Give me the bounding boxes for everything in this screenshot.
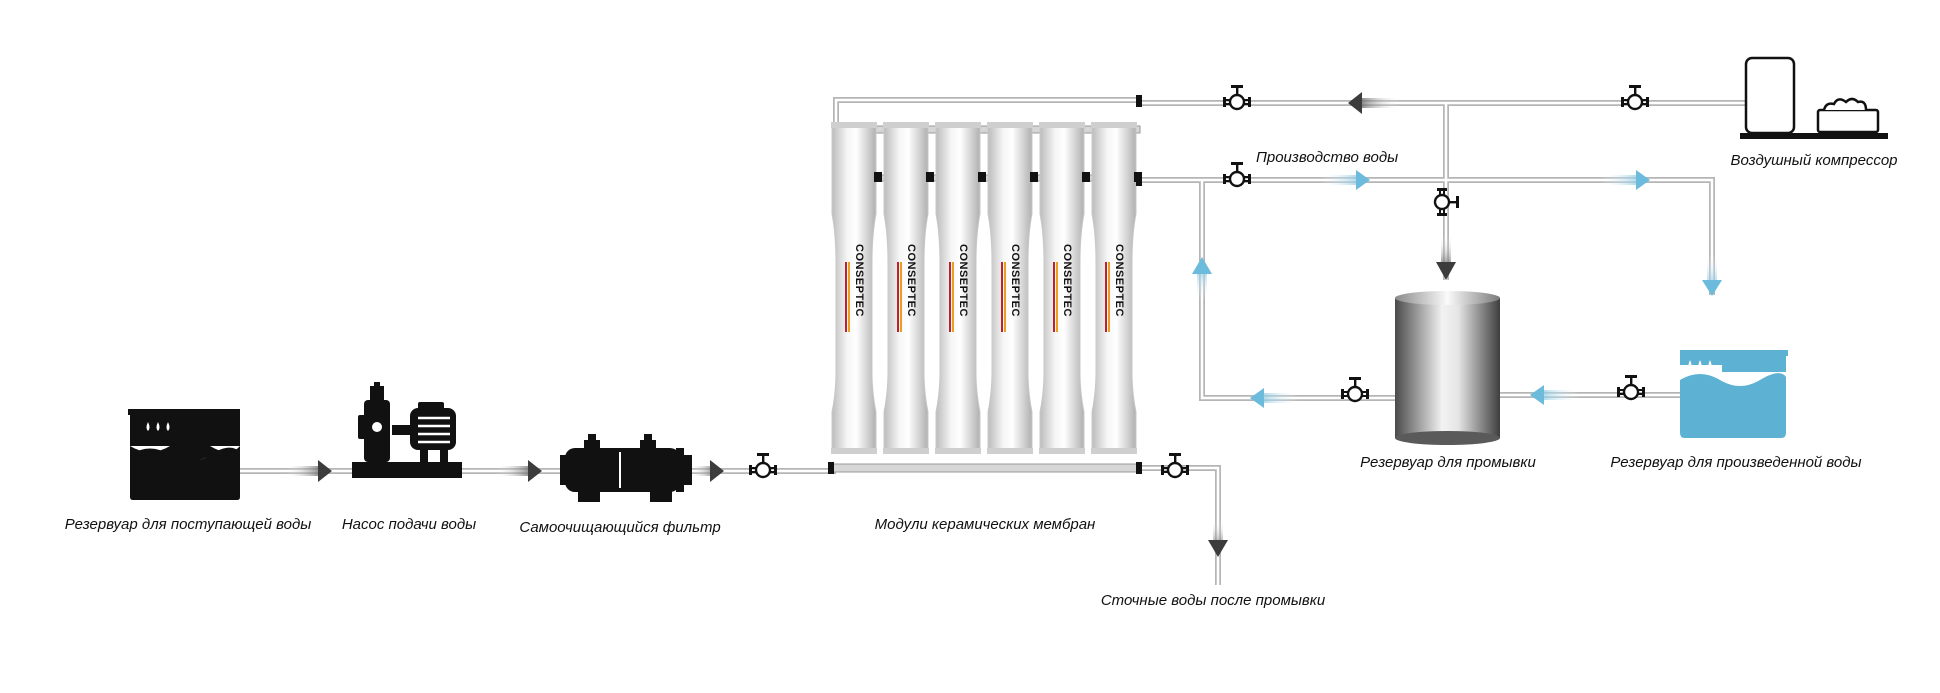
membrane-brand-label: CONSEPTEC bbox=[1009, 244, 1021, 317]
membrane-brand-label: CONSEPTEC bbox=[957, 244, 969, 317]
feed-pump-label: Насос подачи воды bbox=[341, 516, 477, 533]
membrane-module: CONSEPTEC bbox=[1039, 122, 1090, 454]
membrane-module: CONSEPTEC bbox=[987, 122, 1038, 454]
membrane-brand-label: CONSEPTEC bbox=[1113, 244, 1125, 317]
air-compressor-icon bbox=[1740, 56, 1888, 139]
product-tank-icon bbox=[1680, 350, 1788, 438]
feed-tank-icon bbox=[128, 409, 240, 500]
membrane-brand-label: CONSEPTEC bbox=[1061, 244, 1073, 317]
wastewater-label: Сточные воды после промывки bbox=[1100, 592, 1326, 609]
flushing-tank-label: Резервуар для промывки bbox=[1360, 454, 1536, 471]
product-tank-label: Резервуар для произведенной воды bbox=[1610, 454, 1862, 471]
feed-tank-label: Резервуар для поступающей воды bbox=[64, 516, 312, 533]
membrane-module: CONSEPTEC bbox=[935, 122, 986, 454]
membrane-modules-label: Модули керамических мембран bbox=[874, 516, 1096, 533]
membrane-modules: CONSEPTEC CONSEPTEC CONSEPTEC CONSEPTEC CONS… bbox=[828, 95, 1142, 474]
membrane-brand-label: CONSEPTEC bbox=[905, 244, 917, 317]
membrane-brand-label: CONSEPTEC bbox=[853, 244, 865, 317]
feed-pump-icon bbox=[352, 382, 462, 478]
flushing-tank-icon bbox=[1395, 291, 1500, 445]
self-cleaning-filter-icon bbox=[560, 434, 692, 502]
water-production-label: Производство воды bbox=[1256, 149, 1399, 166]
flow-arrows bbox=[285, 92, 1722, 557]
membrane-module: CONSEPTEC bbox=[1091, 122, 1142, 454]
self-cleaning-filter-label: Самоочищающийся фильтр bbox=[519, 519, 721, 536]
air-compressor-label: Воздушный компрессор bbox=[1730, 152, 1898, 169]
membrane-module: CONSEPTEC bbox=[883, 122, 934, 454]
membrane-module: CONSEPTEC bbox=[831, 122, 882, 454]
